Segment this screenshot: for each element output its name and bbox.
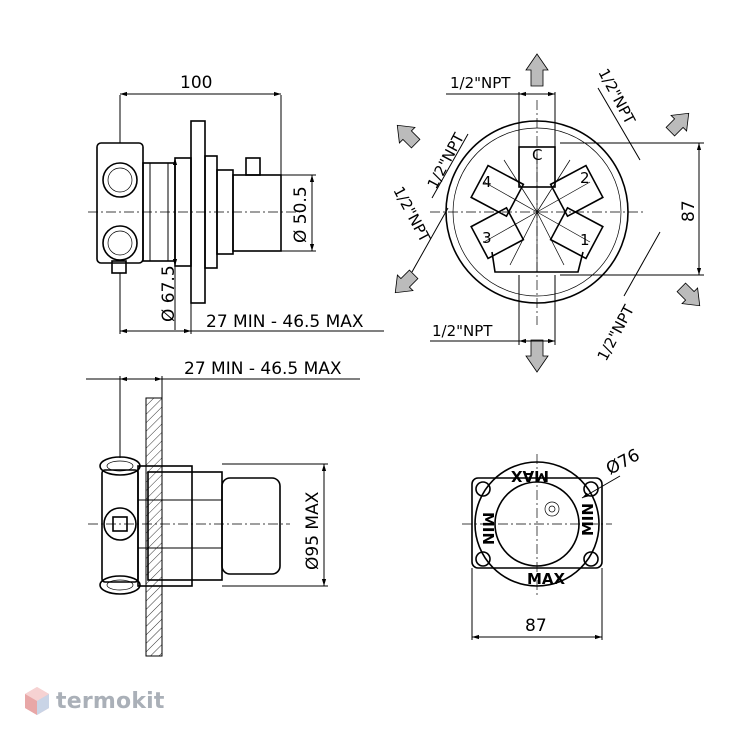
top-right-front-view: C 2 1 3 4 1/2"NPT 1/2"NPT 1/2"NPT 1/2"NP… bbox=[389, 53, 704, 373]
npt-bottom-label: 1/2"NPT bbox=[432, 322, 493, 340]
npt-lower-right-label: 1/2"NPT bbox=[594, 301, 639, 364]
max-label-bottom: MAX bbox=[527, 570, 566, 588]
port-label-1: 1 bbox=[580, 231, 590, 249]
dim-diameter-76-label: Ø76 bbox=[603, 445, 643, 479]
npt-upper-right-label: 1/2"NPT bbox=[594, 65, 639, 128]
dim-wall-range-bottom: 27 MIN - 46.5 MAX bbox=[184, 359, 342, 379]
port-label-3: 3 bbox=[482, 229, 492, 247]
bottom-left-section-view: 27 MIN - 46.5 MAX Ø95 MAX bbox=[86, 359, 360, 657]
dim-87-right-label: 87 bbox=[679, 200, 699, 222]
dim-diameter-50-label: Ø 50.5 bbox=[291, 186, 311, 243]
brand-hexagon-icon bbox=[25, 687, 49, 715]
dim-87-bottom-label: 87 bbox=[525, 616, 547, 636]
brand-logo: termokit bbox=[24, 686, 165, 716]
npt-top-label: 1/2"NPT bbox=[450, 74, 511, 92]
min-label-right: MIN bbox=[579, 503, 597, 536]
top-left-side-view: 100 Ø 50.5 Ø 67.5 27 MIN - 46.5 MAX bbox=[88, 73, 384, 334]
min-label-left: MIN bbox=[479, 512, 497, 545]
dim-diameter-95-label: Ø95 MAX bbox=[303, 491, 323, 570]
npt-left-label: 1/2"NPT bbox=[389, 183, 434, 246]
dim-wall-range-top: 27 MIN - 46.5 MAX bbox=[206, 312, 364, 332]
dim-diameter-67-label: Ø 67.5 bbox=[159, 265, 179, 322]
port-label-4: 4 bbox=[482, 173, 492, 191]
brand-logo-text: termokit bbox=[56, 688, 165, 714]
max-label-top: MAX bbox=[510, 467, 549, 485]
bottom-right-front-view: MAX MAX MIN MIN Ø76 87 bbox=[462, 445, 643, 640]
port-label-2: 2 bbox=[580, 169, 590, 187]
dim-100-label: 100 bbox=[180, 73, 212, 93]
